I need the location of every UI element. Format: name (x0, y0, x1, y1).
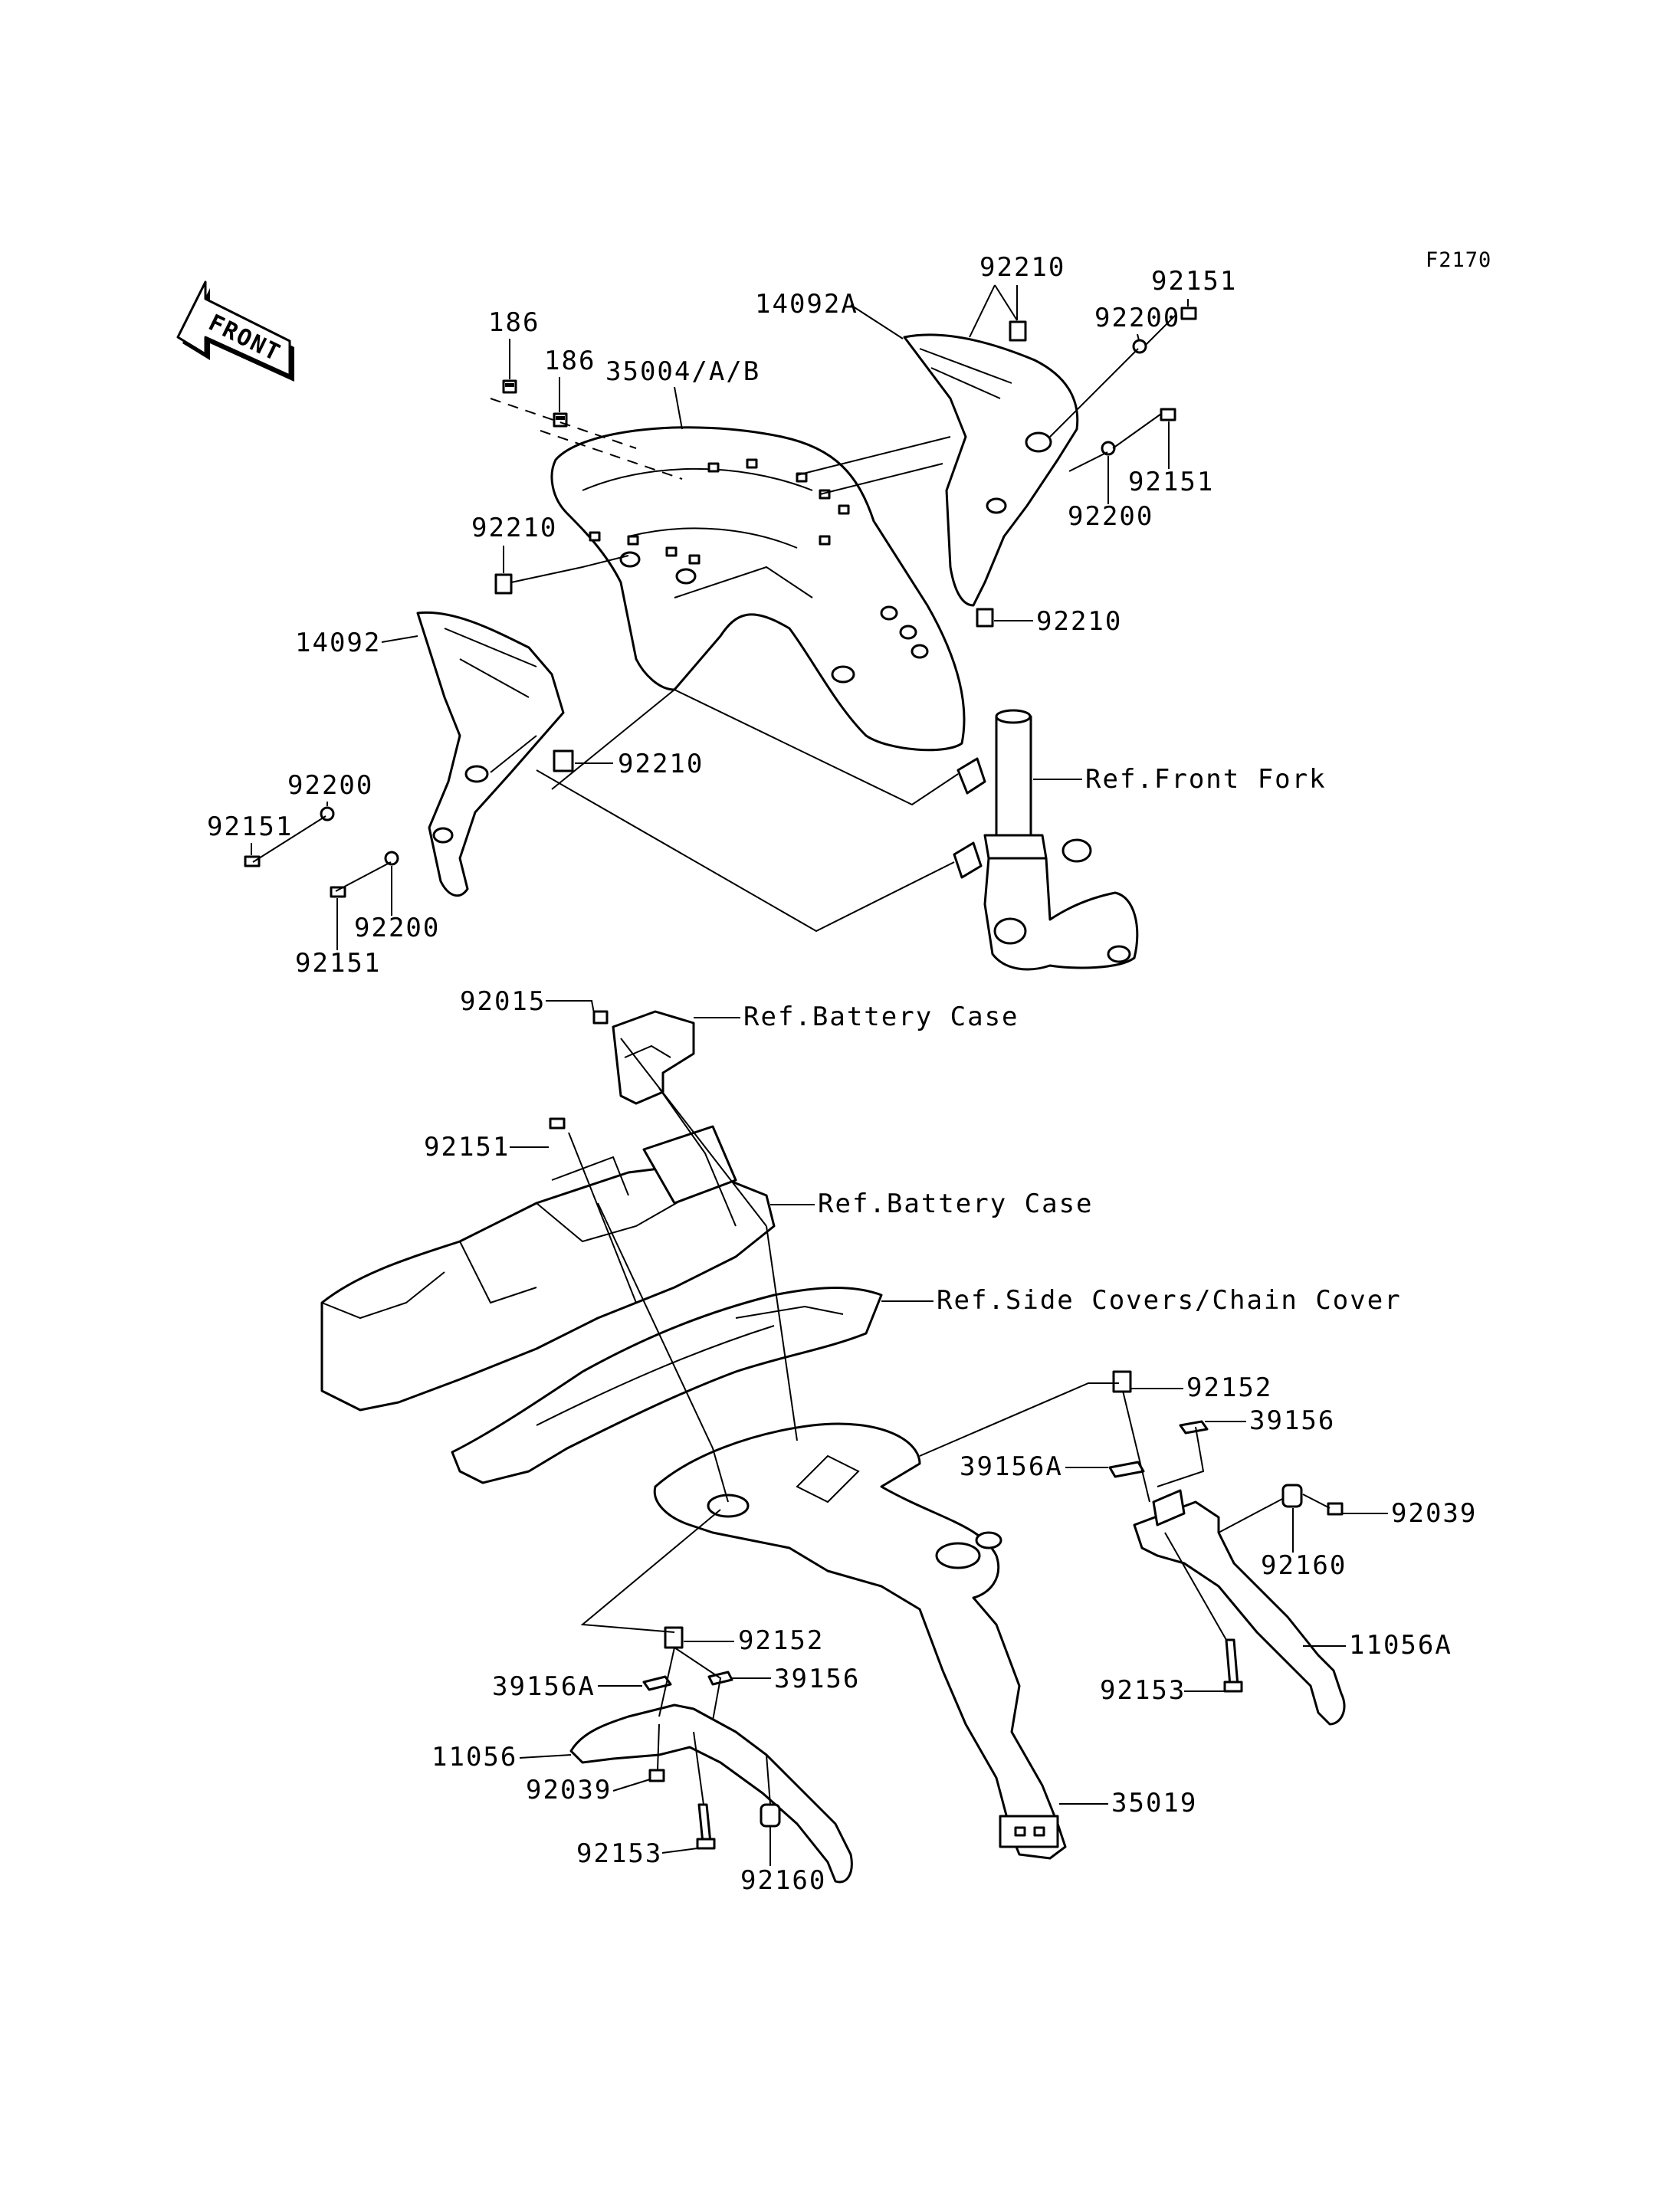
label-92151-left: 92151 (207, 812, 293, 842)
label-39156-left: 39156 (774, 1664, 860, 1694)
label-ref-battery-case-2: Ref.Battery Case (818, 1189, 1094, 1219)
label-92210-top: 92210 (979, 252, 1065, 283)
label-92151-right: 92151 (1128, 467, 1214, 497)
label-92151-left-low: 92151 (295, 948, 381, 979)
label-14092: 14092 (295, 628, 381, 658)
label-186-a: 186 (488, 307, 540, 338)
label-186-b: 186 (544, 346, 596, 376)
label-11056a: 11056A (1349, 1630, 1452, 1661)
label-92039-right: 92039 (1391, 1498, 1477, 1529)
label-ref-side-covers: Ref.Side Covers/Chain Cover (937, 1285, 1402, 1316)
label-ref-front-fork: Ref.Front Fork (1085, 764, 1327, 795)
label-92200-top-right: 92200 (1094, 303, 1180, 333)
rear-assembly-lines (568, 1038, 1331, 1805)
label-14092a: 14092A (755, 289, 858, 320)
battery-case-bracket (592, 1010, 695, 1105)
label-11056: 11056 (431, 1742, 517, 1772)
label-39156a-left: 39156A (492, 1671, 596, 1702)
bracket-11056 (569, 1626, 853, 1884)
label-35004: 35004/A/B (605, 356, 760, 387)
label-92210-left-low: 92210 (618, 749, 704, 779)
rear-inner-tray (320, 1117, 776, 1412)
front-fender-35004 (550, 426, 966, 752)
front-fork-assembly (953, 709, 1139, 971)
front-assembly-lines (252, 313, 1177, 933)
label-92153-left: 92153 (576, 1838, 662, 1869)
side-cover-chain-cover (451, 1287, 883, 1484)
label-92200-left-up: 92200 (287, 770, 373, 801)
label-92200-right: 92200 (1068, 501, 1153, 532)
label-92039-left: 92039 (526, 1775, 612, 1805)
label-92152-left: 92152 (738, 1625, 824, 1656)
fender-cover-14092 (416, 611, 565, 897)
label-92015: 92015 (460, 986, 546, 1017)
callout-labels: 35004/A/B 186 186 14092A 92210 92151 922… (207, 252, 1477, 1896)
label-39156-right: 39156 (1249, 1405, 1335, 1436)
rear-fender-35019 (653, 1422, 1067, 1860)
label-92151-rear: 92151 (424, 1132, 510, 1162)
label-92210-upper-left: 92210 (471, 513, 557, 543)
label-39156a-right: 39156A (960, 1451, 1063, 1482)
label-92210-right-low: 92210 (1036, 606, 1122, 637)
front-arrow-icon: FRONT (176, 280, 294, 382)
label-92160-right: 92160 (1261, 1550, 1347, 1581)
label-92151-top-right: 92151 (1151, 266, 1237, 297)
fender-cover-14092a (903, 333, 1079, 607)
label-35019: 35019 (1111, 1788, 1197, 1818)
label-92153-right: 92153 (1100, 1675, 1186, 1706)
label-92152-right: 92152 (1186, 1372, 1272, 1403)
label-ref-battery-case-1: Ref.Battery Case (743, 1002, 1019, 1032)
label-92160-left: 92160 (740, 1865, 826, 1896)
bracket-11056a (1108, 1370, 1346, 1726)
label-92200-left-low: 92200 (354, 913, 440, 943)
figure-code: F2170 (1426, 248, 1491, 272)
